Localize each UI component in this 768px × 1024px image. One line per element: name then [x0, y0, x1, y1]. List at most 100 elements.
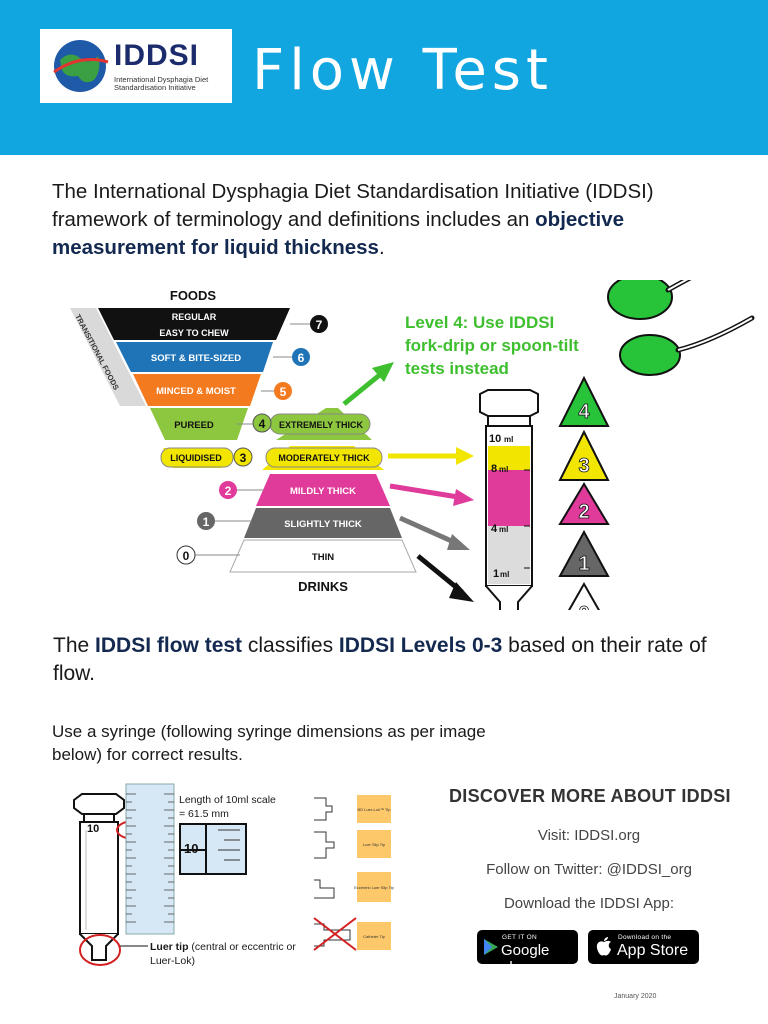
foods-label: FOODS	[170, 288, 217, 303]
tier-liquidised-label: LIQUIDISED	[170, 453, 222, 463]
level-0-badge	[176, 545, 196, 565]
drinks-label: DRINKS	[298, 579, 348, 594]
tip-type-3-label: Eccentric Luer Slip Tip	[354, 885, 395, 890]
app-store-small: Download on the	[618, 934, 672, 941]
tier-regular-label: REGULAR	[172, 312, 217, 322]
flow-test-paragraph: The IDDSI flow test classifies IDDSI Lev…	[53, 632, 713, 688]
intro-bold: objective measurement for liquid thickne…	[52, 208, 625, 259]
level-0-number: 0	[183, 549, 190, 563]
tier-minced-label: MINCED & MOIST	[156, 386, 236, 397]
download-app-text: Download the IDDSI App:	[503, 895, 675, 912]
level-3-number: 3	[240, 451, 247, 465]
google-play-button[interactable]: GET IT ON Google play	[477, 930, 578, 976]
flow-text-1: The	[53, 634, 96, 657]
level-5-number: 5	[280, 385, 287, 399]
intro-end: .	[378, 236, 385, 259]
tier-pureed	[150, 408, 248, 440]
globe-icon	[53, 40, 109, 92]
discover-title: DISCOVER MORE ABOUT IDDSI	[449, 786, 731, 806]
iddsi-logo: IDDSI International Dysphagia Diet Stand…	[40, 29, 232, 103]
level-5-badge	[274, 382, 292, 400]
triangle-level-1: 1	[558, 529, 610, 577]
mark-4-unit: ml	[499, 525, 508, 534]
luer-tip-note: Luer tip (central or eccentric or Luer-L…	[150, 940, 310, 968]
level-7-number: 7	[316, 318, 323, 332]
header-banner: IDDSI International Dysphagia Diet Stand…	[0, 0, 768, 155]
iddsi-framework-diagram: FOODS REGULAR EASY TO CHEW SOFT & BITE-S…	[70, 280, 755, 610]
tier-soft-bite	[116, 342, 273, 372]
level-4-number: 4	[259, 417, 266, 431]
triangle-0-number: 0	[578, 603, 589, 610]
moderately-thick-label: MODERATELY THICK	[278, 453, 370, 463]
level-1-badge	[197, 512, 215, 530]
triangle-level-4: 4	[558, 375, 610, 427]
tier-easy-label: EASY TO CHEW	[159, 328, 229, 338]
tip-type-2-label: Luer Slip Tip	[363, 842, 386, 847]
tier-pureed-label: PUREED	[174, 420, 214, 431]
flow-text-2: classifies	[242, 634, 339, 657]
arrow-grey	[398, 515, 470, 550]
tip-type-4-crossed: Catheter Tip	[313, 917, 391, 951]
fork-icon	[607, 280, 692, 320]
flow-text-3: based on their rate of flow.	[53, 634, 707, 685]
tier-easy-to-chew	[106, 324, 283, 340]
mark-4: 4	[491, 523, 498, 535]
triangle-4-number: 4	[578, 401, 590, 423]
length-note-line-1: Length of 10ml scale	[179, 794, 276, 806]
date-footer: January 2020	[614, 993, 657, 1000]
tip-type-3: Eccentric Luer Slip Tip	[314, 872, 395, 902]
intro-paragraph: The International Dysphagia Diet Standar…	[52, 178, 732, 262]
level-4-badge	[252, 413, 272, 433]
arrow-black	[416, 554, 474, 602]
moderately-thick-pill	[265, 447, 383, 468]
slightly-thick-label: SLIGHTLY THICK	[284, 519, 362, 530]
spoon-icon	[619, 315, 755, 376]
page-title: Flow Test	[252, 38, 553, 103]
ruler	[125, 783, 175, 935]
tip-type-2: Luer Slip Tip	[314, 830, 391, 859]
syringe-instruction: Use a syringe (following syringe dimensi…	[52, 722, 486, 764]
level-6-badge	[292, 348, 310, 366]
triangle-1-number: 1	[578, 553, 589, 575]
level-2-number: 2	[225, 484, 232, 498]
mark-10: 10	[489, 433, 501, 445]
transitional-band	[70, 308, 146, 406]
tier-slightly-thick	[244, 508, 402, 538]
triangle-level-0: 0	[567, 581, 601, 610]
triangle-level-2: 2	[558, 482, 610, 525]
logo-wordmark: IDDSI	[114, 39, 200, 72]
tip-type-1-label: BD Luer-Lok™ Tip	[358, 807, 392, 812]
app-store-big: App Store	[617, 942, 689, 959]
tier-thin	[229, 539, 417, 573]
flow-bold-1: IDDSI flow test	[95, 634, 243, 657]
level-6-number: 6	[298, 351, 305, 365]
thin-label: THIN	[312, 552, 334, 563]
triangle-3-number: 3	[578, 455, 589, 477]
luer-tip-bold: Luer tip	[150, 941, 189, 953]
tier-regular	[98, 308, 290, 324]
tip-type-4-label: Catheter Tip	[363, 934, 386, 939]
logo-subtext: International Dysphagia Diet Standardisa…	[114, 75, 209, 92]
twitter-link[interactable]: Follow on Twitter: @IDDSI_org	[486, 861, 692, 878]
triangle-level-3: 3	[558, 429, 610, 481]
google-play-big: Google play	[501, 942, 550, 976]
ruler-ticks	[126, 793, 174, 923]
level-7-badge	[310, 315, 328, 333]
mark-1-unit: ml	[500, 570, 509, 579]
mildly-thick-label: MILDLY THICK	[290, 486, 356, 497]
google-play-icon	[484, 939, 498, 955]
level-2-badge	[219, 481, 237, 499]
visit-link[interactable]: Visit: IDDSI.org	[537, 827, 641, 844]
length-note: Length of 10ml scale = 61.5 mm	[179, 793, 276, 821]
tier-mildly-thick	[256, 474, 390, 506]
syringe-illustration: 10 ml 8 ml 4 ml 1 ml	[479, 389, 539, 610]
arrow-green	[342, 362, 394, 406]
tip-highlight-circle	[79, 934, 121, 966]
syringe-mark-10: 10	[87, 823, 99, 835]
tier-minced	[133, 374, 261, 406]
app-store-button[interactable]: Download on the App Store	[588, 930, 699, 964]
mark-1: 1	[493, 568, 499, 580]
arrow-pink	[389, 483, 474, 506]
arrow-yellow	[388, 447, 474, 465]
mark-10-unit: ml	[504, 435, 513, 444]
